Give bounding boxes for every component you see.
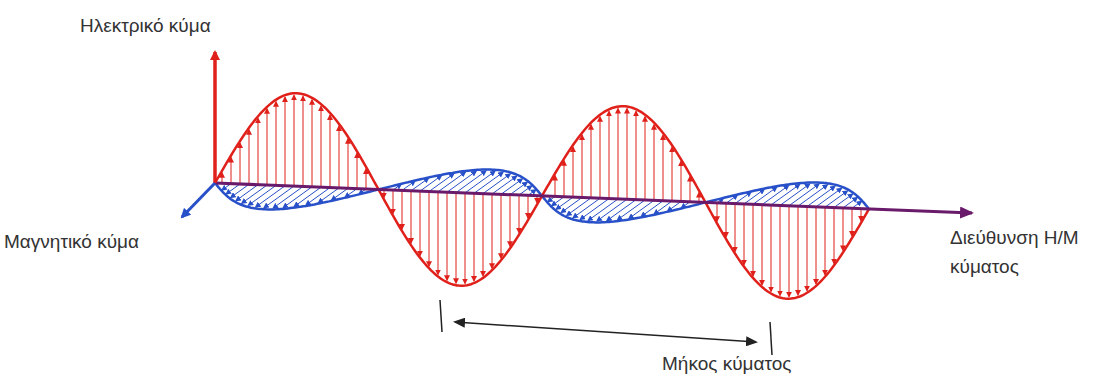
electric-hatch-line	[816, 207, 817, 284]
wavelength-label: Μήκος κύματος	[662, 350, 812, 379]
electric-hatch-line	[519, 195, 520, 233]
electric-hatch-line	[555, 176, 556, 197]
electric-hatch-line	[807, 207, 808, 291]
wavelength-tick	[770, 322, 772, 355]
electric-hatch-line	[690, 177, 691, 202]
electric-hatch-line	[564, 161, 565, 197]
electric-hatch-line	[591, 125, 592, 198]
magnetic-hatch-line	[256, 186, 286, 207]
electric-hatch-line	[735, 204, 736, 252]
electric-hatch-line	[339, 126, 340, 188]
magnetic-hatch-line	[510, 182, 527, 195]
electric-hatch-line	[771, 205, 772, 292]
electric-hatch-line	[438, 192, 439, 275]
magnetic-hatch-line	[597, 199, 627, 221]
magnetic-hatch-line	[567, 198, 591, 216]
magnetic-hatch-line	[556, 197, 573, 209]
magnetic-hatch-line	[825, 191, 848, 207]
electric-hatch-line	[285, 97, 286, 186]
electric-hatch-line	[366, 169, 367, 189]
electric-hatch-line	[627, 109, 628, 200]
electric-hatch-line	[294, 95, 295, 186]
magnetic-hatch-line	[456, 171, 486, 193]
electric-hatch-line	[420, 191, 421, 256]
electric-hatch-line	[528, 195, 529, 218]
electric-hatch-line	[510, 195, 511, 247]
electric-hatch-line	[582, 135, 583, 198]
electric-hatch-line	[681, 161, 682, 201]
magnetic-hatch-line	[561, 198, 582, 213]
electric-hatch-line	[861, 209, 862, 221]
electric-hatch-line	[798, 206, 799, 295]
electric-axis-arrow	[213, 52, 217, 183]
electric-wave-label: Ηλεκτρικό κύμα	[80, 12, 300, 41]
magnetic-hatch-line	[236, 185, 258, 201]
electric-hatch-line	[645, 117, 646, 200]
electric-hatch-line	[321, 106, 322, 187]
electric-hatch-line	[267, 109, 268, 185]
electric-hatch-line	[330, 115, 331, 188]
electric-hatch-line	[303, 96, 304, 186]
electric-hatch-line	[717, 203, 718, 221]
electric-hatch-line	[636, 111, 637, 200]
electric-hatch-line	[654, 125, 655, 201]
electric-hatch-line	[357, 153, 358, 188]
electric-hatch-line	[762, 205, 763, 285]
magnetic-axis-arrow	[182, 183, 215, 217]
magnetic-hatch-line	[501, 179, 522, 194]
electric-hatch-line	[231, 158, 232, 184]
wavelength-arrow	[455, 322, 756, 342]
electric-hatch-line	[852, 208, 853, 236]
electric-hatch-line	[618, 109, 619, 200]
magnetic-wave-label: Μαγνητικό κύμα	[4, 228, 194, 257]
electric-hatch-line	[411, 191, 412, 243]
electric-hatch-line	[663, 135, 664, 201]
magnetic-hatch-line	[588, 199, 618, 221]
electric-hatch-line	[753, 204, 754, 276]
electric-hatch-line	[456, 193, 457, 284]
magnetic-hatch-line	[834, 194, 853, 208]
electric-hatch-line	[312, 100, 313, 187]
electric-hatch-line	[465, 193, 466, 284]
electric-hatch-line	[348, 139, 349, 189]
electric-hatch-line	[834, 208, 835, 264]
electric-hatch-line	[789, 206, 790, 297]
electric-hatch-line	[429, 192, 430, 267]
electric-hatch-line	[573, 147, 574, 197]
electric-hatch-line	[276, 102, 277, 186]
magnetic-hatch-line	[780, 184, 810, 206]
electric-hatch-line	[240, 143, 241, 184]
electric-hatch-line	[447, 192, 448, 280]
electric-hatch-line	[843, 208, 844, 251]
direction-axis	[215, 183, 972, 213]
magnetic-hatch-line	[264, 186, 294, 208]
electric-hatch-line	[609, 111, 610, 198]
electric-hatch-line	[222, 173, 223, 184]
magnetic-hatch-line	[465, 171, 495, 193]
wavelength-tick	[440, 300, 442, 332]
electric-hatch-line	[726, 203, 727, 237]
electric-hatch-line	[393, 190, 394, 214]
magnetic-hatch-line	[789, 184, 819, 206]
electric-hatch-line	[249, 130, 250, 185]
electric-hatch-line	[672, 147, 673, 201]
direction-label: Διεύθυνση Η/Μ κύματος	[950, 224, 1106, 281]
electric-hatch-line	[780, 205, 781, 295]
magnetic-hatch-line	[231, 184, 249, 197]
electric-hatch-line	[501, 194, 502, 258]
electric-hatch-line	[258, 118, 259, 184]
electric-hatch-line	[474, 193, 475, 281]
magnetic-hatch-line	[273, 187, 303, 209]
electric-hatch-line	[402, 190, 403, 229]
electric-hatch-line	[744, 204, 745, 265]
electric-hatch-line	[483, 194, 484, 276]
electric-hatch-line	[492, 194, 493, 268]
electric-hatch-line	[825, 207, 826, 275]
electric-hatch-line	[600, 117, 601, 199]
